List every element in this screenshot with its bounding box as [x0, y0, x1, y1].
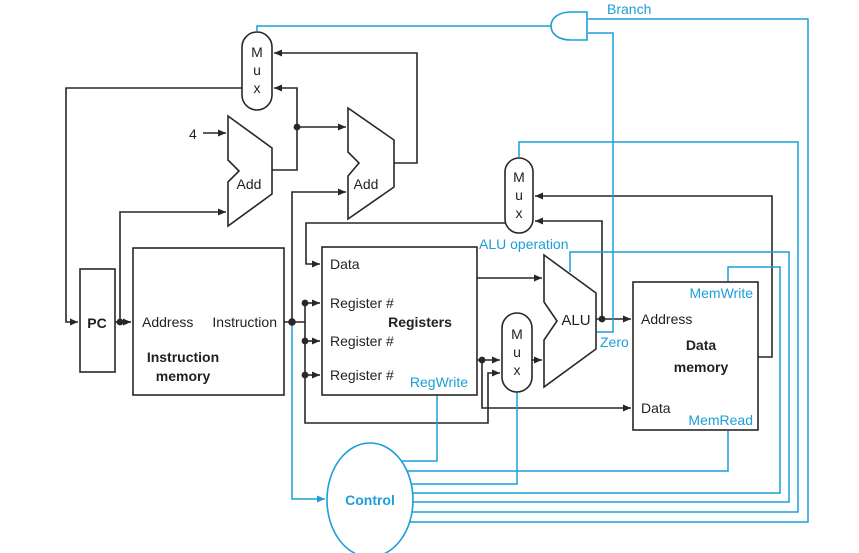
wire-addbranch-out: [274, 49, 418, 164]
junction-regnum1: [301, 299, 309, 307]
wire-pc-to-add: [119, 208, 226, 322]
pc-label: PC: [87, 315, 106, 331]
zero-label: Zero: [600, 334, 629, 350]
junction-regnum3: [301, 371, 309, 379]
wire-alu-operation: [412, 251, 790, 503]
and-gate: [550, 11, 588, 41]
mux-alu-src: [501, 312, 533, 393]
imem-name-line1: Instruction: [147, 349, 219, 365]
wire-alusrc-mux-control: [410, 392, 518, 485]
wire-and-to-pcmux: [256, 25, 552, 31]
mux-letter-x: x: [514, 362, 521, 378]
alu-shape: [543, 253, 597, 389]
registers-name: Registers: [388, 314, 452, 330]
mux-letter-u: u: [513, 344, 521, 360]
junction-dots: [116, 123, 606, 379]
add-pc-shape: [227, 114, 273, 228]
add-branch-shape: [347, 106, 395, 221]
imem-instruction-port: Instruction: [212, 314, 277, 330]
wire-alu-to-wbmux: [535, 217, 603, 319]
mux-letter-u: u: [515, 187, 523, 203]
mux-letter-m: M: [511, 326, 523, 342]
mux-pc-src: [241, 31, 273, 111]
text-labels: Branch 4 PC Address Instruction Instruct…: [87, 1, 753, 508]
add-branch-label: Add: [354, 176, 379, 192]
add-pc-label: Add: [237, 176, 262, 192]
functional-units: [79, 11, 759, 553]
control-unit-ellipse: [326, 442, 414, 553]
dmem-address-port: Address: [641, 311, 692, 327]
wire-mux-to-pc: [65, 87, 242, 326]
data-memory-box: [632, 281, 759, 431]
wire-readdata2-to-dmem: [481, 360, 631, 412]
junction-pcplus4: [293, 123, 301, 131]
mux-pc-src-label: M u x: [251, 44, 263, 96]
wire-dmem-to-wbmux: [535, 192, 773, 358]
registers-regnum3-port: Register #: [330, 367, 394, 383]
instruction-memory-box: [132, 247, 285, 396]
junction-regnum2: [301, 337, 309, 345]
branch-label: Branch: [607, 1, 651, 17]
alu-operation-label: ALU operation: [479, 236, 569, 252]
registers-data-port: Data: [330, 256, 360, 272]
wire-addpc-out: [272, 84, 298, 171]
wire-zero-to-and: [588, 32, 614, 333]
registers-regnum1-port: Register #: [330, 295, 394, 311]
imem-name-line2: memory: [156, 368, 211, 384]
junction-instruction: [288, 318, 296, 326]
mux-letter-x: x: [516, 205, 523, 221]
mux-letter-m: M: [251, 44, 263, 60]
wire-wbmux-control: [411, 141, 799, 513]
wire-wbmux-to-registers: [305, 222, 505, 268]
wire-regnum-bus: [304, 303, 500, 424]
control-unit-label: Control: [345, 492, 395, 508]
dmem-name-line1: Data: [686, 337, 717, 353]
wire-instruction-offset: [291, 188, 346, 322]
control-wires: [256, 18, 809, 523]
memwrite-label: MemWrite: [689, 285, 753, 301]
registers-regnum2-port: Register #: [330, 333, 394, 349]
mux-letter-m: M: [513, 169, 525, 185]
dmem-data-port: Data: [641, 400, 671, 416]
junction-pc-out: [116, 318, 124, 326]
alu-label: ALU: [561, 312, 590, 329]
mux-alu-src-label: M u x: [511, 326, 523, 378]
regwrite-label: RegWrite: [410, 374, 468, 390]
wire-branch: [407, 18, 809, 523]
registers-box: [321, 246, 478, 396]
wire-memread: [407, 431, 729, 472]
imem-address-port: Address: [142, 314, 193, 330]
wire-memwrite: [411, 266, 781, 494]
wire-regwrite: [402, 395, 438, 462]
mux-letter-u: u: [253, 62, 261, 78]
mux-letter-x: x: [254, 80, 261, 96]
constant-four-label: 4: [189, 126, 197, 142]
wire-instruction-to-control: [291, 322, 325, 503]
dmem-name-line2: memory: [674, 359, 729, 375]
mux-writeback: [504, 157, 534, 234]
mux-writeback-label: M u x: [513, 169, 525, 221]
junction-readdata2: [478, 356, 486, 364]
pc-box: [79, 268, 116, 373]
junction-alu-result: [598, 315, 606, 323]
memread-label: MemRead: [688, 412, 753, 428]
